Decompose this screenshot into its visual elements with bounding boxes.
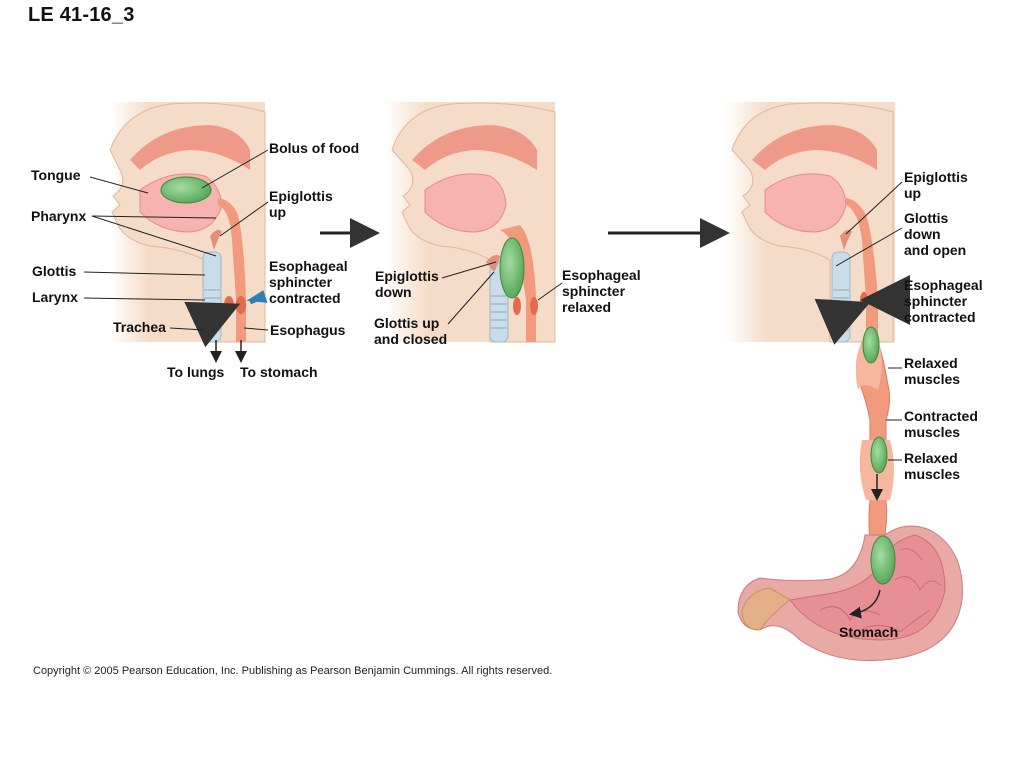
panel-2-head (385, 102, 563, 343)
label-larynx: Larynx (32, 289, 78, 305)
label-bolus-of-food: Bolus of food (269, 140, 360, 156)
copyright-notice: Copyright © 2005 Pearson Education, Inc.… (33, 665, 553, 677)
label-relaxed-muscles-2: Relaxed muscles (904, 450, 961, 482)
label-relaxed-muscles-1: Relaxed muscles (904, 355, 961, 387)
label-tongue: Tongue (31, 167, 81, 183)
label-contracted-muscles: Contracted muscles (904, 408, 978, 440)
label-glottis-down-open: Glottis down and open (904, 210, 967, 258)
figure-title: LE 41-16_3 (28, 4, 135, 26)
label-to-lungs: To lungs (167, 364, 225, 380)
panel-3-esophagus (737, 181, 963, 662)
panel-3-head (725, 102, 910, 345)
label-trachea: Trachea (113, 319, 166, 335)
label-glottis: Glottis (32, 263, 77, 279)
label-to-stomach: To stomach (240, 364, 318, 380)
label-stomach: Stomach (839, 624, 899, 640)
label-pharynx: Pharynx (31, 208, 87, 224)
label-esophagus: Esophagus (270, 322, 346, 338)
label-esophageal-sphincter-relaxed: Esophageal sphincter relaxed (562, 267, 641, 315)
label-epiglottis-up-3: Epiglottis up (904, 169, 968, 201)
panel-1-head (83, 102, 269, 363)
label-glottis-up-closed: Glottis up and closed (374, 315, 448, 347)
label-esophageal-sphincter-contracted: Esophageal sphincter contracted (269, 258, 348, 306)
label-epiglottis-up: Epiglottis up (269, 188, 333, 220)
label-esophageal-sphincter-contracted-3: Esophageal sphincter contracted (904, 277, 983, 325)
label-epiglottis-down: Epiglottis down (375, 268, 439, 300)
